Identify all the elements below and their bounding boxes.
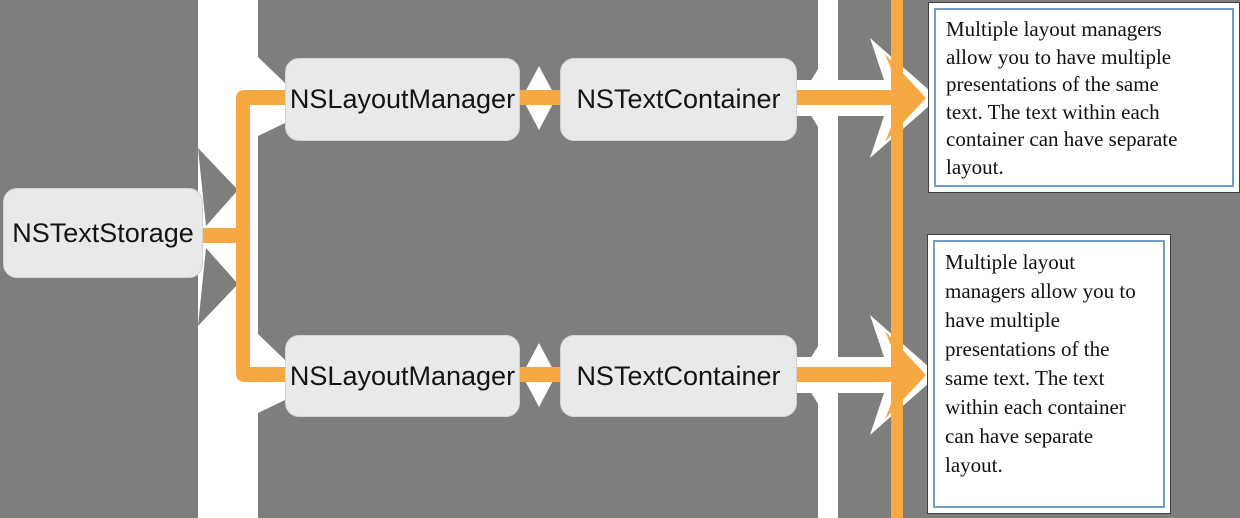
node-nstextstorage: NSTextStorage [3, 188, 203, 278]
gray-wedge-lower [198, 248, 238, 326]
lm-tc-connector-top [512, 90, 568, 105]
annotation-line: allow you to have multiple [946, 44, 1172, 69]
annotation-line: within each container [945, 395, 1126, 419]
node-nstextcontainer-top: NSTextContainer [560, 58, 797, 141]
node-nslayoutmanager-bottom: NSLayoutManager [285, 335, 520, 417]
node-nslayoutmanager-top: NSLayoutManager [285, 58, 520, 141]
node-label: NSTextContainer [576, 360, 781, 391]
node-label: NSTextStorage [12, 217, 194, 248]
tc-view-connector-bottom [792, 367, 892, 382]
annotation-line: same text. The text [945, 366, 1105, 390]
annotation-text: Multiple layout managers allow you to have… [933, 240, 1165, 508]
node-label: NSTextContainer [576, 84, 781, 114]
branch-connector [236, 90, 285, 382]
arrowhead-top-icon [885, 54, 926, 142]
node-label: NSLayoutManager [289, 84, 516, 114]
annotation-line: container can have separate [946, 127, 1178, 151]
annotation-line: managers allow you to [945, 279, 1136, 303]
tc-view-connector-top [792, 90, 892, 105]
gray-wedge-upper [198, 148, 238, 226]
node-nstextcontainer-bottom: NSTextContainer [560, 335, 797, 417]
annotation-line: have multiple [945, 308, 1060, 332]
arrowhead-bottom-icon [885, 331, 926, 419]
annotation-line: text. The text within each [946, 99, 1160, 124]
annotation-line: layout. [946, 154, 1004, 179]
text-view-annotation-bottom: Multiple layout managers allow you to have… [927, 234, 1171, 514]
annotation-line: Multiple layout managers [946, 17, 1162, 41]
annotation-line: presentations of the same [946, 72, 1159, 96]
annotation-text: Multiple layout managers allow you to hav… [934, 8, 1234, 187]
lm-tc-connector-bottom [512, 367, 568, 382]
node-label: NSLayoutManager [289, 360, 516, 391]
annotation-line: Multiple layout [945, 250, 1076, 274]
text-view-annotation-top: Multiple layout managers allow you to hav… [928, 2, 1240, 193]
annotation-line: can have separate [945, 424, 1094, 448]
storage-connector [200, 228, 250, 243]
annotation-line: layout. [945, 453, 1003, 477]
annotation-line: presentations of the [945, 337, 1110, 361]
